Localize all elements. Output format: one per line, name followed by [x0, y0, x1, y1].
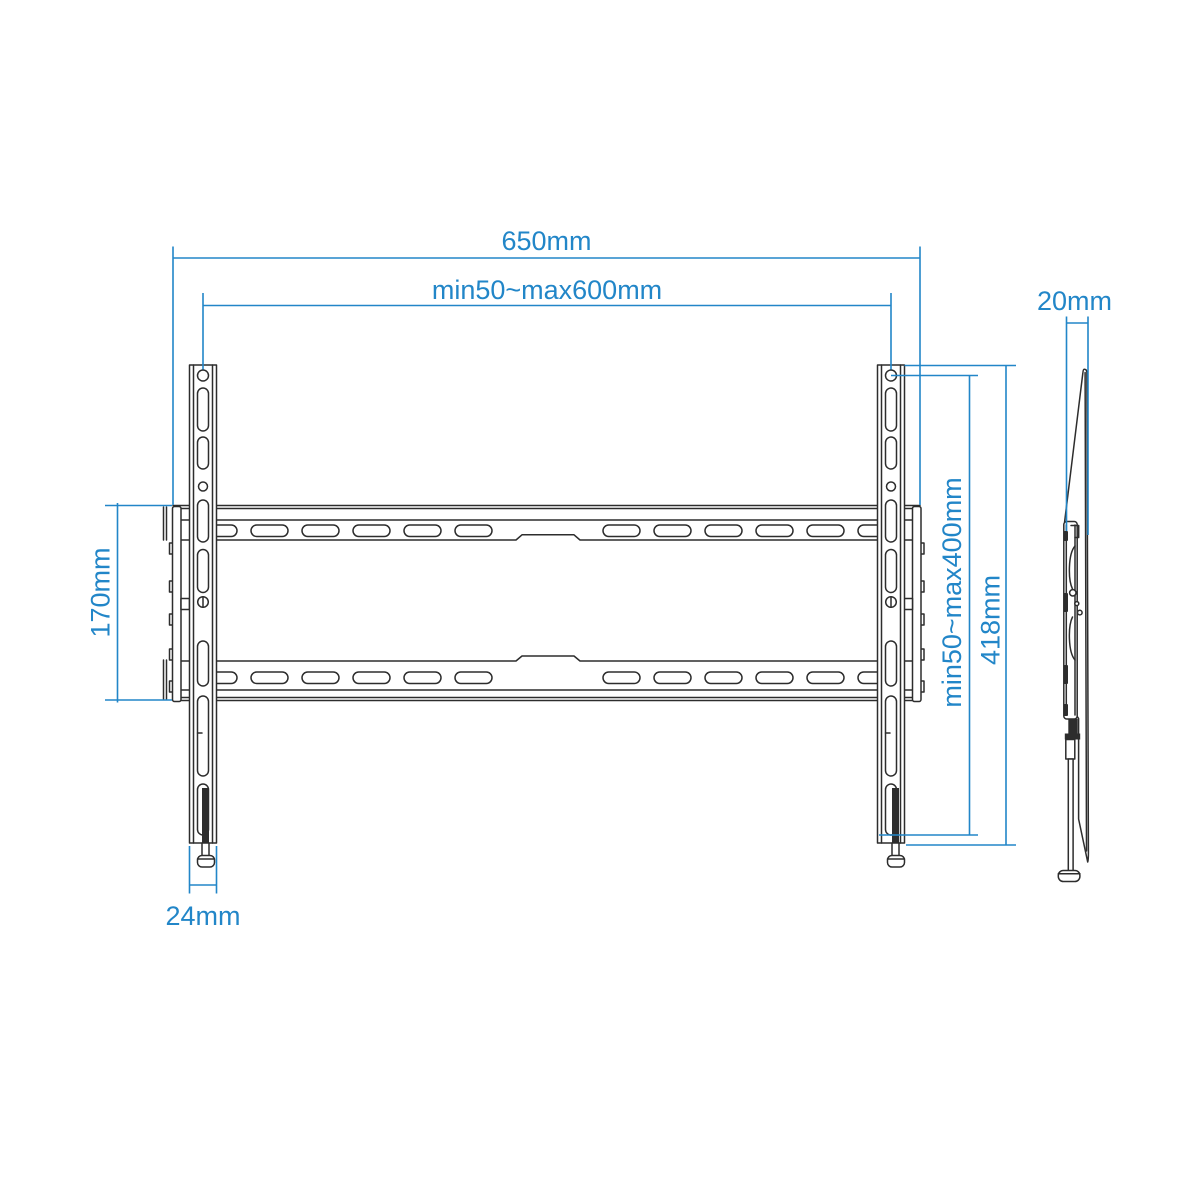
dim-side-depth-label: 20mm	[1037, 286, 1112, 316]
dim-vesa-width-label: min50~max600mm	[432, 275, 662, 305]
dim-rail-width: 24mm	[165, 846, 241, 931]
front-view	[162, 364, 925, 868]
right-rail	[876, 364, 906, 868]
left-locking-pin	[196, 788, 216, 868]
right-end-cap	[903, 505, 925, 703]
left-end-cap	[162, 505, 191, 703]
right-rail-screw	[884, 595, 898, 609]
dim-total-width-label: 650mm	[501, 226, 591, 256]
left-rail-top-hole	[196, 369, 210, 382]
dim-rail-height: 418mm	[904, 364, 1016, 846]
dimension-annotations: 650mm min50~max600mm 170mm 24mm min50~ma…	[86, 226, 1113, 931]
dim-total-width: 650mm	[172, 226, 921, 505]
bottom-crossbar	[172, 655, 921, 702]
left-rail-screw	[196, 595, 210, 609]
bottom-crossbar-slots	[199, 671, 896, 685]
dim-rail-height-label: 418mm	[976, 575, 1006, 665]
dim-rail-width-label: 24mm	[165, 901, 240, 931]
left-rail	[188, 364, 218, 868]
dim-plate-height-label: 170mm	[86, 547, 116, 637]
right-locking-pin	[886, 788, 906, 868]
side-view	[1057, 368, 1090, 883]
dim-vesa-width: min50~max600mm	[202, 275, 892, 370]
top-crossbar	[172, 504, 921, 541]
dim-vesa-height-label: min50~max400mm	[937, 477, 967, 707]
top-crossbar-slots	[199, 524, 896, 538]
locking-screw-assembly	[1057, 718, 1081, 883]
dim-vesa-height: min50~max400mm	[879, 374, 978, 836]
dim-side-depth: 20mm	[1037, 286, 1112, 535]
dim-plate-height: 170mm	[86, 503, 172, 703]
